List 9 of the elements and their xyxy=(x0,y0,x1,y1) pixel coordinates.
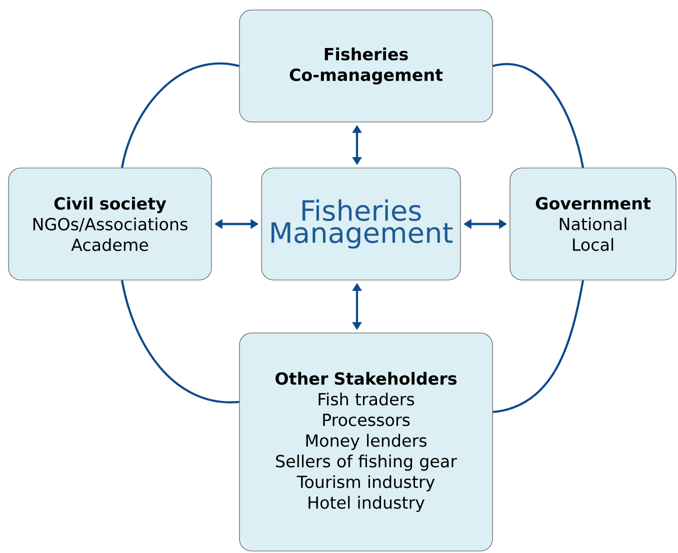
connector-arc xyxy=(120,280,240,404)
government-box: Government National Local xyxy=(510,168,676,280)
connector-arc xyxy=(492,280,584,414)
stakeholders-box: Other Stakeholders Fish traders Processors Money lenders Sellers of fishing gear Tourism industry Hotel industry xyxy=(239,332,493,552)
civil-society-box: Civil society NGOs/Associations Academe xyxy=(8,168,212,280)
connector-arc xyxy=(120,62,240,168)
management-box: Fisheries Management xyxy=(261,168,461,280)
connector-arc xyxy=(492,63,584,168)
co-management-box: Fisheries Co-management xyxy=(239,10,493,122)
